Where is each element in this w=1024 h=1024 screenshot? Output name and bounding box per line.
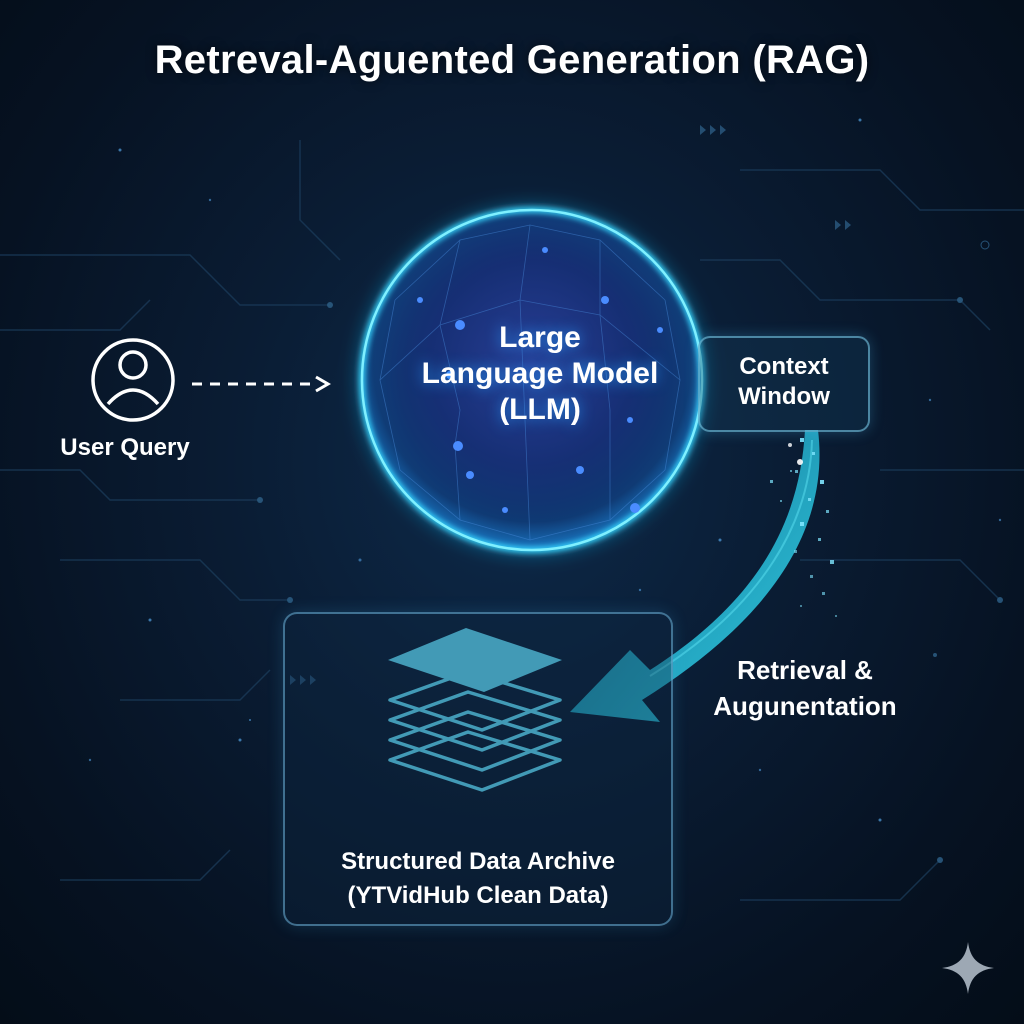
circuit-lines <box>0 140 1024 901</box>
context-window-line2: Window <box>738 383 830 410</box>
user-icon <box>91 338 175 422</box>
retrieval-arrow <box>570 430 820 722</box>
retrieval-line1: Retrieval & <box>737 655 873 685</box>
query-arrow <box>192 375 331 393</box>
llm-sphere <box>346 194 718 566</box>
star-particles <box>88 118 1002 822</box>
data-archive-line2: (YTVidHub Clean Data) <box>347 882 609 909</box>
data-archive-label: Structured Data Archive (YTVidHub Clean … <box>283 845 673 913</box>
sphere-network <box>379 224 681 541</box>
data-particles <box>770 438 837 617</box>
data-archive-box <box>283 612 673 926</box>
stacked-layers-icon <box>388 628 562 792</box>
context-window-label: Context Window <box>698 352 870 412</box>
data-archive-line1: Structured Data Archive <box>341 848 615 875</box>
sparkle-icon <box>942 942 994 994</box>
llm-label-line1: Large <box>499 321 581 354</box>
retrieval-line2: Augunentation <box>713 691 897 721</box>
chevron-decor <box>290 125 851 685</box>
llm-label: Large Language Model (LLM) <box>390 320 690 428</box>
sphere-nodes <box>417 247 663 513</box>
context-window-line1: Context <box>739 353 829 380</box>
diagram-title: Retreval-Aguented Generation (RAG) <box>154 38 870 82</box>
llm-label-line2: Language Model <box>421 357 659 390</box>
circuit-nodes <box>257 240 1003 863</box>
llm-label-line3: (LLM) <box>499 393 581 426</box>
user-query-label: User Query <box>60 434 190 461</box>
retrieval-label: Retrieval & Augunentation <box>690 652 920 724</box>
context-window-box <box>698 336 870 432</box>
